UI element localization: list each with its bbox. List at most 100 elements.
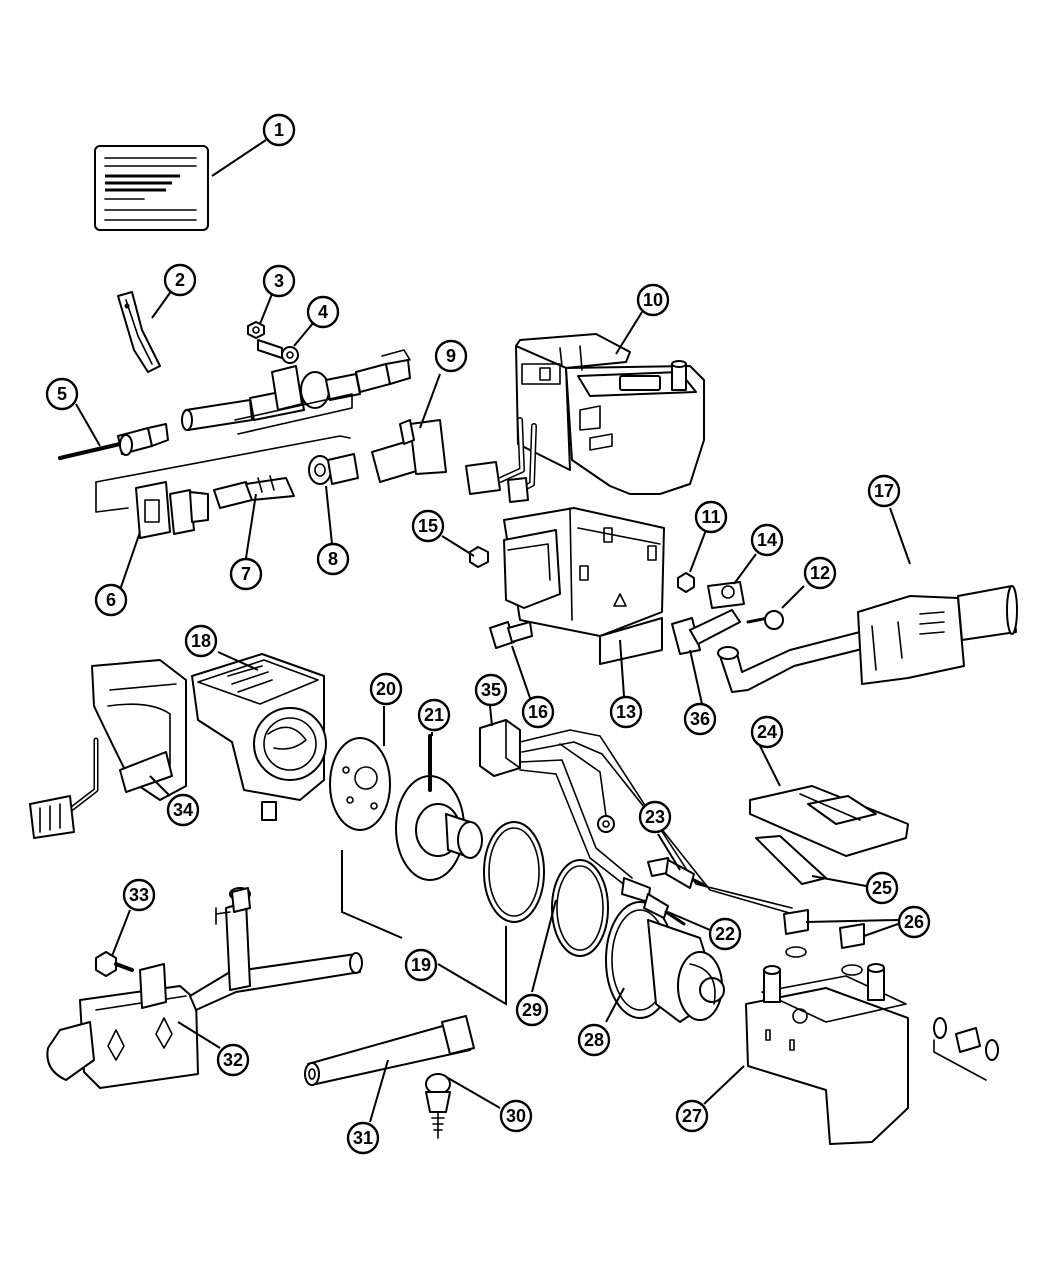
grommet (308, 453, 359, 485)
svg-text:19: 19 (411, 955, 431, 975)
svg-text:5: 5 (57, 384, 67, 404)
bolts-26 (783, 909, 865, 976)
callout-7: 7 (229, 557, 263, 591)
label-sheet (94, 145, 209, 231)
svg-text:33: 33 (129, 885, 149, 905)
callout-16: 16 (521, 695, 555, 729)
bracket-36 (671, 609, 741, 655)
svg-text:24: 24 (757, 722, 777, 742)
svg-text:14: 14 (757, 530, 777, 550)
heater-housing (191, 653, 327, 821)
svg-text:9: 9 (446, 346, 456, 366)
callout-8: 8 (316, 542, 350, 576)
exhaust-tube (717, 585, 1018, 693)
o-ring-29 (551, 859, 609, 957)
tube (304, 1015, 475, 1086)
callout-13: 13 (609, 695, 643, 729)
callout-9: 9 (434, 339, 468, 373)
callout-11: 11 (694, 500, 728, 534)
callout-24: 24 (750, 715, 784, 749)
svg-text:3: 3 (274, 271, 284, 291)
callout-32: 32 (216, 1043, 250, 1077)
control-unit (479, 719, 801, 917)
heat-exchanger (745, 963, 909, 1145)
callout-6: 6 (94, 583, 128, 617)
svg-text:11: 11 (701, 507, 720, 527)
svg-text:26: 26 (904, 912, 924, 932)
gasket-20 (329, 737, 391, 831)
svg-text:1: 1 (274, 120, 284, 140)
callout-5: 5 (45, 377, 79, 411)
callout-31: 31 (346, 1121, 380, 1155)
callout-18: 18 (184, 624, 218, 658)
svg-text:13: 13 (616, 702, 636, 722)
callout-15: 15 (411, 509, 445, 543)
screw-33 (95, 951, 134, 977)
callout-30: 30 (499, 1099, 533, 1133)
callout-25: 25 (865, 871, 899, 905)
callout-21: 21 (417, 698, 451, 732)
callout-22: 22 (708, 917, 742, 951)
plug-connector (371, 419, 447, 483)
svg-text:8: 8 (328, 549, 338, 569)
svg-text:2: 2 (175, 270, 185, 290)
bolt-16 (489, 621, 533, 649)
callout-34: 34 (166, 793, 200, 827)
callout-4: 4 (306, 295, 340, 329)
heater-unit (515, 333, 705, 495)
svg-text:35: 35 (481, 680, 501, 700)
clamp-bolt (257, 339, 299, 364)
fittings (933, 1017, 999, 1081)
callout-12: 12 (803, 556, 837, 590)
svg-text:28: 28 (584, 1030, 604, 1050)
callout-1: 1 (262, 113, 296, 147)
muffler (46, 887, 363, 1089)
hose-clamp (707, 581, 745, 609)
svg-text:25: 25 (872, 878, 892, 898)
svg-text:23: 23 (645, 807, 665, 827)
svg-text:6: 6 (106, 590, 116, 610)
fuel-line-assembly (181, 349, 411, 435)
svg-text:4: 4 (318, 302, 328, 322)
screw-12 (746, 610, 784, 630)
fuel-probe (58, 423, 169, 460)
cover-plate (749, 785, 909, 857)
glow-plug-holder (395, 734, 483, 881)
callout-33: 33 (122, 878, 156, 912)
svg-text:10: 10 (643, 290, 663, 310)
svg-text:31: 31 (353, 1128, 373, 1148)
leader-lines (75, 139, 911, 1123)
clip (425, 1073, 451, 1139)
svg-text:34: 34 (173, 800, 193, 820)
mounting-bracket (503, 507, 665, 665)
svg-text:29: 29 (522, 1000, 542, 1020)
bracket (117, 291, 161, 373)
callout-17: 17 (867, 474, 901, 508)
harness-plate (95, 435, 351, 513)
sensor-22 (621, 877, 686, 926)
svg-text:21: 21 (424, 705, 444, 725)
callout-20: 20 (369, 672, 403, 706)
svg-text:20: 20 (376, 679, 396, 699)
switch (135, 481, 209, 539)
callout-19: 19 (404, 948, 438, 982)
svg-text:36: 36 (690, 709, 710, 729)
sensor-23 (647, 857, 708, 889)
connector-terminal (213, 475, 295, 509)
svg-text:16: 16 (528, 702, 548, 722)
callout-26: 26 (897, 905, 931, 939)
callout-3: 3 (262, 264, 296, 298)
svg-text:32: 32 (223, 1050, 243, 1070)
svg-text:27: 27 (682, 1106, 702, 1126)
nut-15 (469, 546, 489, 568)
svg-text:22: 22 (715, 924, 735, 944)
callout-14: 14 (750, 523, 784, 557)
svg-text:7: 7 (241, 564, 251, 584)
svg-text:15: 15 (418, 516, 438, 536)
o-ring-large (483, 821, 545, 923)
callout-28: 28 (577, 1023, 611, 1057)
heat-shield (29, 659, 187, 839)
callout-36: 36 (683, 702, 717, 736)
callout-10: 10 (636, 283, 670, 317)
